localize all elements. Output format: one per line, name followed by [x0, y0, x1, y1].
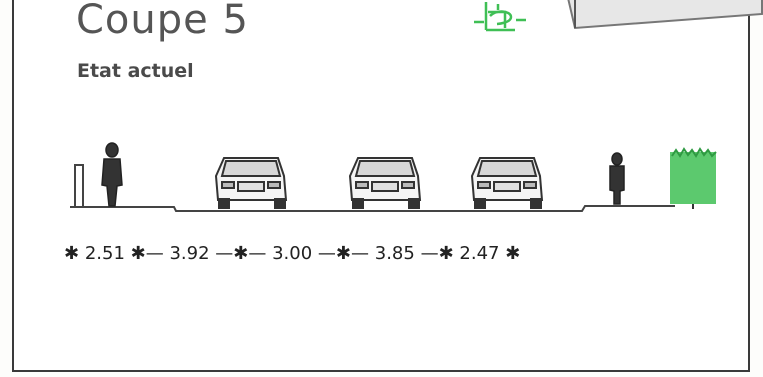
car-icon: [214, 157, 288, 209]
pedestrian-icon: [101, 142, 123, 207]
map-symbol-icon: [474, 2, 526, 32]
dimension-value: 3.92: [169, 243, 210, 264]
dimension-value: 3.85: [374, 243, 415, 264]
dimension-value: 3.00: [272, 243, 313, 264]
car-icon: [470, 157, 544, 209]
dim-marker: ✱—: [130, 243, 164, 264]
dimension-value: 2.47: [459, 243, 500, 264]
dimension-value: 2.51: [84, 243, 125, 264]
page-subtitle: Etat actuel: [77, 60, 194, 82]
corner-sketch: [567, 0, 763, 30]
car-icon: [348, 157, 422, 209]
page-title: Coupe 5: [76, 0, 249, 43]
pedestrian-icon: [609, 152, 625, 205]
ground-line: [70, 205, 675, 212]
tree-hedge-icon: [670, 147, 717, 209]
dim-marker: —✱—: [215, 243, 267, 264]
dim-marker: ✱: [505, 243, 521, 264]
dim-marker: —✱: [420, 243, 454, 264]
dim-marker: ✱: [64, 243, 80, 264]
dimension-line: ✱ 2.51 ✱— 3.92 —✱— 3.00 —✱— 3.85 —✱ 2.47…: [64, 245, 520, 263]
bollard-icon: [74, 164, 84, 208]
dim-marker: —✱—: [317, 243, 370, 264]
